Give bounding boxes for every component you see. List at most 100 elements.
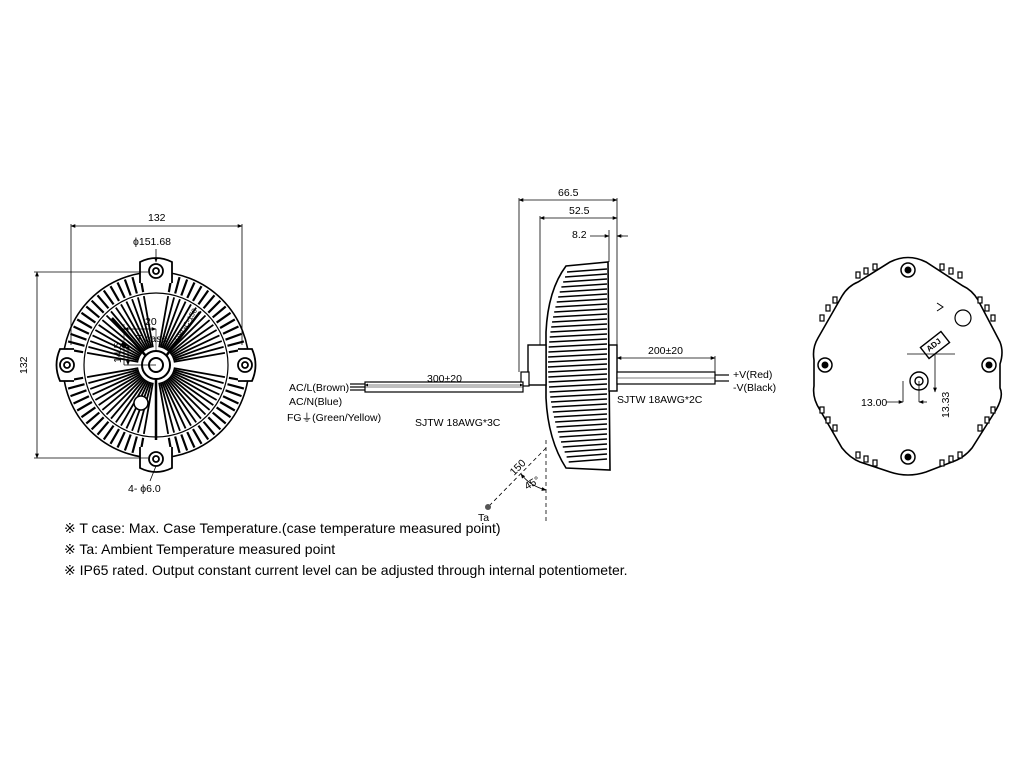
fin: [90, 416, 105, 431]
fin: [109, 428, 120, 445]
side-fin: [548, 343, 608, 348]
inner-fin: [173, 368, 224, 384]
fin: [123, 279, 132, 296]
back-bump: [984, 304, 990, 312]
front-view: [55, 257, 257, 473]
fin: [96, 294, 110, 310]
back-bump: [863, 455, 869, 463]
fin: [131, 436, 138, 454]
fin: [215, 406, 232, 419]
mount-ear-left: [55, 348, 75, 382]
side-fin: [551, 323, 608, 328]
fin: [109, 285, 120, 302]
inner-fin: [166, 378, 202, 420]
back-bump: [872, 459, 878, 467]
back-bump: [984, 416, 990, 424]
side-fin: [548, 353, 608, 358]
fin: [207, 299, 222, 314]
inner-fin: [88, 368, 139, 384]
ta-distance-dim: 150: [508, 457, 529, 478]
fin: [131, 276, 138, 294]
inner-fin: [169, 375, 211, 411]
inner-fin: [169, 319, 211, 355]
side-flange-dim: 8.2: [572, 229, 587, 241]
inner-fin: [164, 380, 192, 427]
back-bump: [819, 314, 825, 322]
back-hole-top: [900, 262, 916, 278]
inner-fin: [98, 324, 142, 356]
front-width-dim: 132: [148, 212, 166, 224]
side-fin: [568, 458, 608, 463]
side-fin: [548, 378, 608, 383]
side-output-boss: [608, 344, 618, 392]
fin: [197, 424, 210, 441]
fin: [80, 406, 97, 419]
spoke-left: [111, 317, 147, 357]
back-hole-bottom: [900, 449, 916, 465]
side-body-length-dim: 52.5: [569, 205, 590, 217]
back-bump: [957, 271, 963, 279]
fin: [174, 436, 181, 454]
side-fin: [551, 403, 608, 408]
tcase-label: T case: [136, 333, 167, 345]
inner-fin: [101, 375, 143, 411]
back-bump: [990, 406, 996, 414]
inner-fin: [142, 295, 154, 348]
inner-fin: [162, 301, 187, 350]
side-fin: [564, 448, 608, 453]
inner-fin: [89, 370, 140, 390]
fin: [227, 340, 245, 347]
side-fin: [563, 278, 608, 283]
fin: [180, 279, 189, 296]
front-holes-dim: 4- ϕ6.0: [128, 483, 161, 495]
side-fin: [549, 388, 608, 393]
side-fin: [549, 383, 608, 388]
fin: [116, 282, 126, 299]
fin: [102, 289, 115, 306]
side-fin: [556, 298, 608, 303]
side-fin: [562, 443, 608, 448]
inner-fin: [173, 367, 226, 379]
back-bump: [948, 267, 954, 275]
fin: [76, 318, 93, 329]
side-fin: [555, 418, 608, 423]
inner-fin: [173, 351, 226, 363]
side-fin: [549, 333, 608, 338]
side-fin: [557, 428, 608, 433]
back-bumps: [819, 263, 996, 467]
input-wire-fg: FG⏚(Green/Yellow): [287, 412, 381, 424]
inner-fin: [94, 373, 141, 401]
side-fin: [553, 313, 608, 318]
mount-ear-bottom: [139, 447, 173, 473]
inner-fin: [173, 346, 224, 362]
output-wire-neg: -V(Black): [733, 382, 776, 394]
back-bump: [825, 304, 831, 312]
side-fin: [548, 368, 608, 373]
side-fin: [552, 318, 608, 323]
fin: [227, 383, 245, 390]
input-cable-length: 300±20: [427, 373, 462, 385]
fin: [197, 289, 210, 306]
side-fin: [555, 303, 608, 308]
side-fin: [559, 433, 608, 438]
fin: [222, 325, 239, 335]
back-x-offset-dim: 13.00: [861, 397, 887, 409]
fin: [219, 401, 236, 412]
side-fin: [548, 348, 608, 353]
side-fin: [564, 273, 608, 278]
side-dimensions: [364, 198, 716, 522]
back-bump: [832, 424, 838, 432]
inner-fin: [120, 303, 148, 350]
side-fin: [547, 363, 608, 368]
side-fin: [550, 393, 608, 398]
output-cable-length: 200±20: [648, 345, 683, 357]
inner-fin: [162, 380, 187, 429]
fin: [225, 332, 242, 341]
fin: [85, 411, 101, 425]
back-bump: [977, 424, 983, 432]
fin: [123, 434, 132, 451]
fin: [102, 424, 115, 441]
adj-label-box: [919, 330, 951, 360]
fin: [202, 420, 216, 436]
fin: [192, 428, 203, 445]
